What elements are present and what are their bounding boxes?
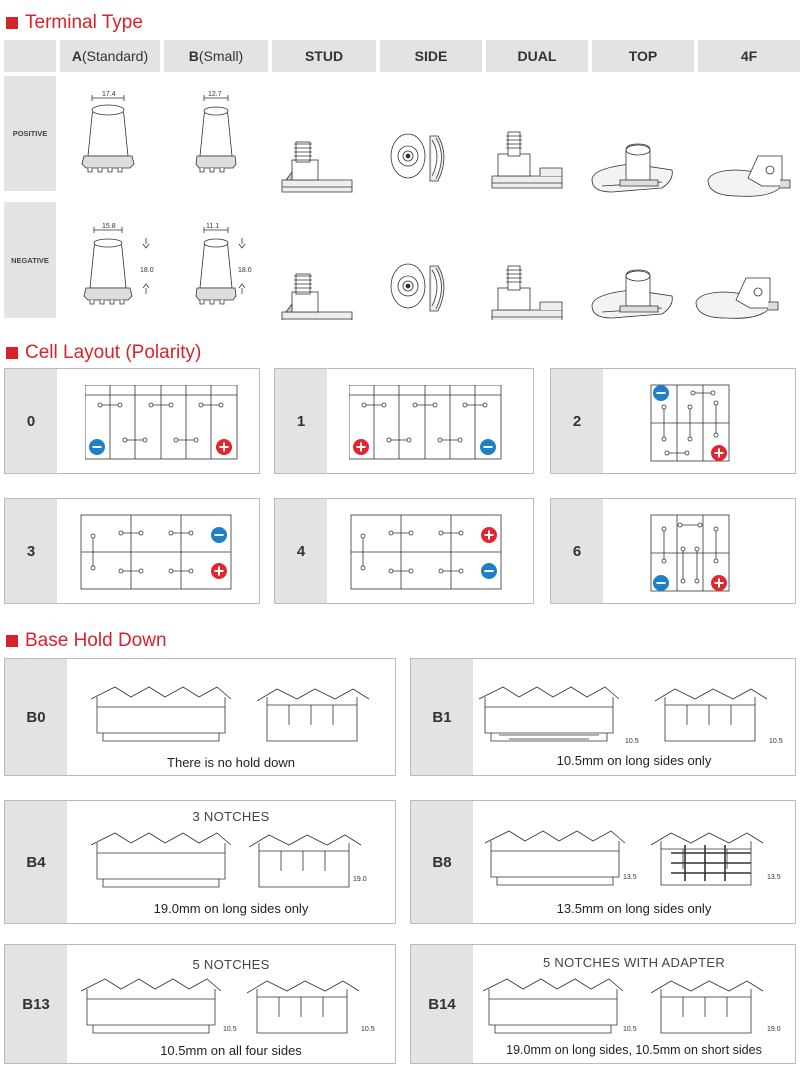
base-b0: B0 There is no hold down <box>4 658 396 776</box>
base-b14: B14 5 NOTCHES WITH ADAPTER 10.5 19.0 19.… <box>410 944 796 1064</box>
base-diagram: 13.5 13.5 <box>485 830 781 886</box>
dim-label: 19.0 <box>767 1026 781 1033</box>
base-diagram: 19.0 <box>91 832 367 888</box>
cell-diagram <box>349 385 502 460</box>
row-label-negative: NEGATIVE <box>4 202 56 318</box>
dim-label: 19.0 <box>353 876 367 883</box>
dim-neg-a: 15.8 <box>102 223 116 230</box>
base-b8: B8 13.5 13.5 13.5mm on long sides only <box>410 800 796 924</box>
bullet-square-icon <box>6 347 18 359</box>
header-side: SIDE <box>380 40 482 72</box>
dim-neg-h-a: 18.0 <box>140 267 154 274</box>
dim-label: 13.5 <box>767 874 781 881</box>
dim-pos-a: 17.4 <box>102 91 116 98</box>
header-b: B(Small) <box>164 40 268 72</box>
cell-layout-1: 1 <box>274 368 534 474</box>
terminal-type-table: A(Standard) B(Small) STUD SIDE DUAL TOP … <box>4 40 800 320</box>
header-dual: DUAL <box>486 40 588 72</box>
row-label-positive: POSITIVE <box>4 76 56 191</box>
base-b1: B1 10.5 10.5 10.5mm on long sides only <box>410 658 796 776</box>
base-diagram <box>91 686 370 742</box>
cell-diagram <box>85 385 238 460</box>
dim-pos-b: 12.7 <box>208 91 222 98</box>
base-diagram: 10.5 10.5 <box>81 978 375 1034</box>
terminal-drawings: 17.4 12.7 15.8 18.0 <box>81 91 791 320</box>
section-title-terminal: Terminal Type <box>6 12 143 34</box>
bullet-square-icon <box>6 17 18 29</box>
cell-diagram <box>80 514 232 590</box>
section-title-base: Base Hold Down <box>6 630 167 652</box>
header-4f: 4F <box>698 40 800 72</box>
base-diagram: 10.5 10.5 <box>479 686 783 745</box>
header-top: TOP <box>592 40 694 72</box>
cell-layout-2: 2 <box>550 368 796 474</box>
cell-diagram <box>650 384 730 462</box>
header-blank <box>4 40 56 72</box>
cell-diagram <box>650 514 730 592</box>
cell-layout-3: 3 <box>4 498 260 604</box>
dim-label: 10.5 <box>361 1026 375 1033</box>
dim-neg-h-b: 18.0 <box>238 267 252 274</box>
base-diagram: 10.5 19.0 <box>483 978 781 1034</box>
cell-layout-6: 6 <box>550 498 796 604</box>
dim-neg-b: 11.1 <box>206 223 219 230</box>
cell-layout-4: 4 <box>274 498 534 604</box>
dim-label: 10.5 <box>223 1026 237 1033</box>
base-b4: B4 3 NOTCHES 19.0 19.0mm on long sides o… <box>4 800 396 924</box>
dim-label: 10.5 <box>623 1026 637 1033</box>
bullet-square-icon <box>6 635 18 647</box>
header-a: A(Standard) <box>60 40 160 72</box>
section-title-cell: Cell Layout (Polarity) <box>6 342 201 364</box>
base-b13: B13 5 NOTCHES 10.5 10.5 10.5mm on all fo… <box>4 944 396 1064</box>
cell-layout-0: 0 <box>4 368 260 474</box>
dim-label: 13.5 <box>623 874 637 881</box>
dim-label: 10.5 <box>625 738 639 745</box>
cell-diagram <box>350 514 502 590</box>
dim-label: 10.5 <box>769 738 783 745</box>
header-stud: STUD <box>272 40 376 72</box>
